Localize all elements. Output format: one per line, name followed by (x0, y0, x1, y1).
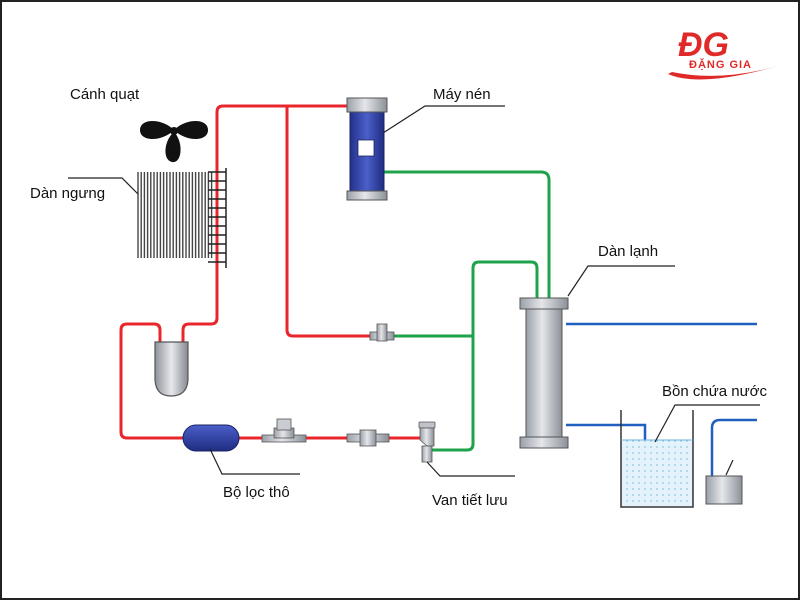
hot-line-to-filter (119, 322, 183, 440)
expansion-valve (418, 421, 436, 463)
label-water-tank: Bồn chứa nước (662, 383, 767, 400)
fan-icon (140, 121, 208, 163)
cold-line-suction (384, 170, 551, 298)
hot-line-condenser-to-separator (181, 170, 219, 342)
leader-pump (725, 459, 734, 476)
leader-expansion-valve (426, 461, 515, 477)
label-filter: Bộ lọc thô (223, 484, 290, 501)
label-evaporator: Dàn lạnh (598, 243, 659, 260)
hot-line-condenser-to-compressor (215, 104, 350, 170)
leader-lines (68, 105, 760, 477)
hot-line-bypass (285, 106, 372, 338)
logo-mark: ĐG (678, 26, 729, 64)
cold-refrigerant-lines (384, 170, 551, 452)
compressor (346, 97, 388, 201)
dang-gia-logo: ĐG (668, 26, 778, 80)
water-line-pump-outlet (710, 418, 757, 486)
bypass-valve (369, 323, 395, 342)
leader-evaporator (567, 265, 675, 297)
separator-tank (154, 341, 189, 397)
sight-glass (346, 429, 390, 447)
label-compressor: Máy nén (433, 86, 491, 103)
leader-filter (209, 448, 300, 475)
water-tank (620, 410, 694, 508)
filter-drier (182, 424, 240, 452)
evaporator (519, 297, 569, 449)
leader-water-tank (654, 404, 760, 443)
cold-line-to-evaporator (432, 260, 539, 452)
condenser-tubes (208, 168, 227, 268)
label-condenser: Dàn ngưng (30, 185, 106, 202)
water-pump (705, 475, 743, 505)
condenser-coil (137, 172, 213, 258)
label-fan: Cánh quạt (70, 86, 140, 103)
logo-name: ĐẶNG GIA (689, 59, 752, 71)
solenoid-valve (261, 418, 307, 443)
label-expansion-valve: Van tiết lưu (432, 492, 508, 509)
leader-condenser (68, 177, 139, 195)
leader-compressor (382, 105, 505, 134)
